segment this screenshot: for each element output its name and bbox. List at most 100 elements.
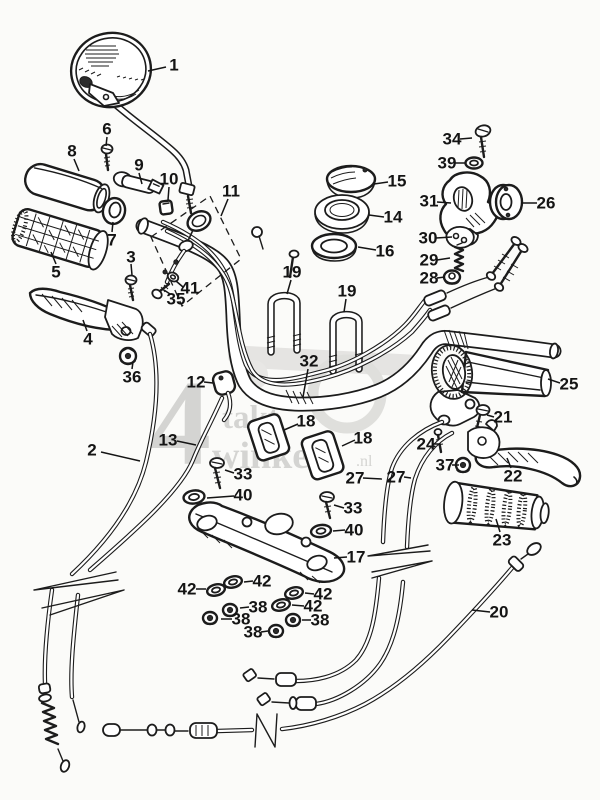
- leader-line-7: [111, 221, 114, 233]
- part-spring-screw-29: [453, 242, 465, 273]
- part-number-33: 33: [344, 499, 363, 518]
- cable-13: [69, 395, 225, 734]
- part-number-31: 31: [420, 192, 439, 211]
- part-number-33: 33: [234, 465, 253, 484]
- part-number-27: 27: [387, 468, 406, 487]
- part-number-40: 40: [345, 521, 364, 540]
- part-number-19: 19: [338, 282, 357, 301]
- part-holder-block-18-right: [300, 430, 345, 481]
- leader-line-31: [436, 201, 452, 204]
- leader-line-6: [105, 136, 108, 147]
- part-lever-right-22: [467, 419, 582, 488]
- part-ubolt-19-left: [266, 291, 302, 356]
- part-number-18: 18: [297, 412, 316, 431]
- leader-line-3: [130, 263, 133, 276]
- part-washer-41: [166, 271, 180, 283]
- part-washer-40-left: [182, 489, 206, 505]
- part-number-23: 23: [493, 531, 512, 550]
- leader-line-22: [506, 457, 512, 469]
- part-collar-26: [488, 183, 524, 221]
- part-bracket-9: [112, 171, 165, 195]
- part-nut-28: [442, 269, 462, 285]
- part-bolt-34: [474, 124, 492, 159]
- part-number-12: 12: [187, 373, 206, 392]
- cable-20-throttle: [102, 542, 542, 739]
- part-number-25: 25: [560, 375, 579, 394]
- part-number-35: 35: [167, 290, 186, 309]
- part-number-6: 6: [102, 120, 111, 139]
- part-washer-16: [310, 232, 358, 262]
- leader-line-40: [206, 495, 235, 499]
- watermark-big4: 4: [150, 356, 211, 491]
- leader-line-33: [333, 504, 345, 509]
- leader-line-19: [286, 279, 292, 295]
- part-nut-36: [118, 346, 138, 366]
- part-holder-block-18-left: [246, 413, 291, 462]
- leader-line-36: [131, 361, 134, 370]
- leader-line-41: [175, 280, 184, 288]
- leader-line-5: [50, 251, 57, 265]
- throttle-cables-upper: [160, 219, 529, 387]
- leader-line-23: [495, 518, 501, 533]
- part-number-10: 10: [160, 170, 179, 189]
- leader-line-4: [82, 319, 88, 332]
- leader-line-33: [224, 469, 235, 474]
- leader-line-34: [459, 137, 473, 140]
- leader-line-42: [243, 580, 254, 583]
- part-number-26: 26: [537, 194, 556, 213]
- leader-line-32: [302, 368, 309, 398]
- cable-27-right: [256, 430, 455, 711]
- part-number-4: 4: [83, 330, 93, 349]
- handlebar-knurl-center: [285, 389, 314, 405]
- part-screw-33-left: [209, 457, 225, 490]
- leader-line-15: [373, 181, 389, 185]
- part-washer-39: [464, 156, 484, 170]
- leader-line-20: [471, 609, 491, 613]
- leader-line-8: [73, 158, 80, 172]
- leader-line-38: [260, 630, 269, 633]
- part-number-32: 32: [300, 352, 319, 371]
- part-grip-tube-8: [23, 162, 111, 214]
- part-clamp-12: [211, 370, 237, 423]
- leader-line-30: [435, 236, 453, 239]
- part-number-17: 17: [347, 548, 366, 567]
- cable-27-left: [242, 419, 445, 687]
- part-number-28: 28: [420, 269, 439, 288]
- mirror-hatching: [78, 45, 145, 100]
- part-number-9: 9: [134, 156, 143, 175]
- part-mirror-1: [69, 31, 196, 215]
- part-number-16: 16: [376, 242, 395, 261]
- leader-line-27: [403, 476, 412, 479]
- part-throttle-pipe-25: [429, 344, 552, 427]
- part-number-21: 21: [494, 408, 513, 427]
- watermark-nl: .nl: [356, 453, 373, 470]
- leader-line-35: [163, 289, 171, 295]
- part-bracket-17: [188, 501, 346, 584]
- part-number-39: 39: [438, 154, 457, 173]
- part-bolt-35: [151, 282, 171, 300]
- part-block-10: [158, 199, 174, 216]
- part-number-22: 22: [504, 467, 523, 486]
- leader-line-42: [291, 604, 305, 607]
- leader-line-21: [486, 414, 495, 418]
- leader-line-40: [332, 529, 346, 532]
- part-number-2: 2: [87, 441, 96, 460]
- handlebar-pin: [251, 226, 300, 279]
- leader-line-12: [203, 381, 214, 384]
- leader-line-27: [362, 477, 383, 480]
- part-number-5: 5: [51, 263, 60, 282]
- part-number-13: 13: [159, 431, 178, 450]
- leader-line-18: [283, 423, 299, 431]
- cable-2-front-brake: [37, 321, 159, 773]
- part-washer-40-right: [309, 523, 333, 539]
- part-screw-21: [473, 404, 491, 438]
- part-number-3: 3: [126, 248, 135, 267]
- leader-line-13: [176, 440, 197, 446]
- handlebar-knurl-right: [443, 329, 469, 350]
- leader-line-17: [333, 556, 348, 559]
- part-number-37: 37: [436, 456, 455, 475]
- part-number-42: 42: [304, 597, 323, 616]
- part-lever-left-4: [28, 287, 144, 341]
- part-number-30: 30: [419, 229, 438, 248]
